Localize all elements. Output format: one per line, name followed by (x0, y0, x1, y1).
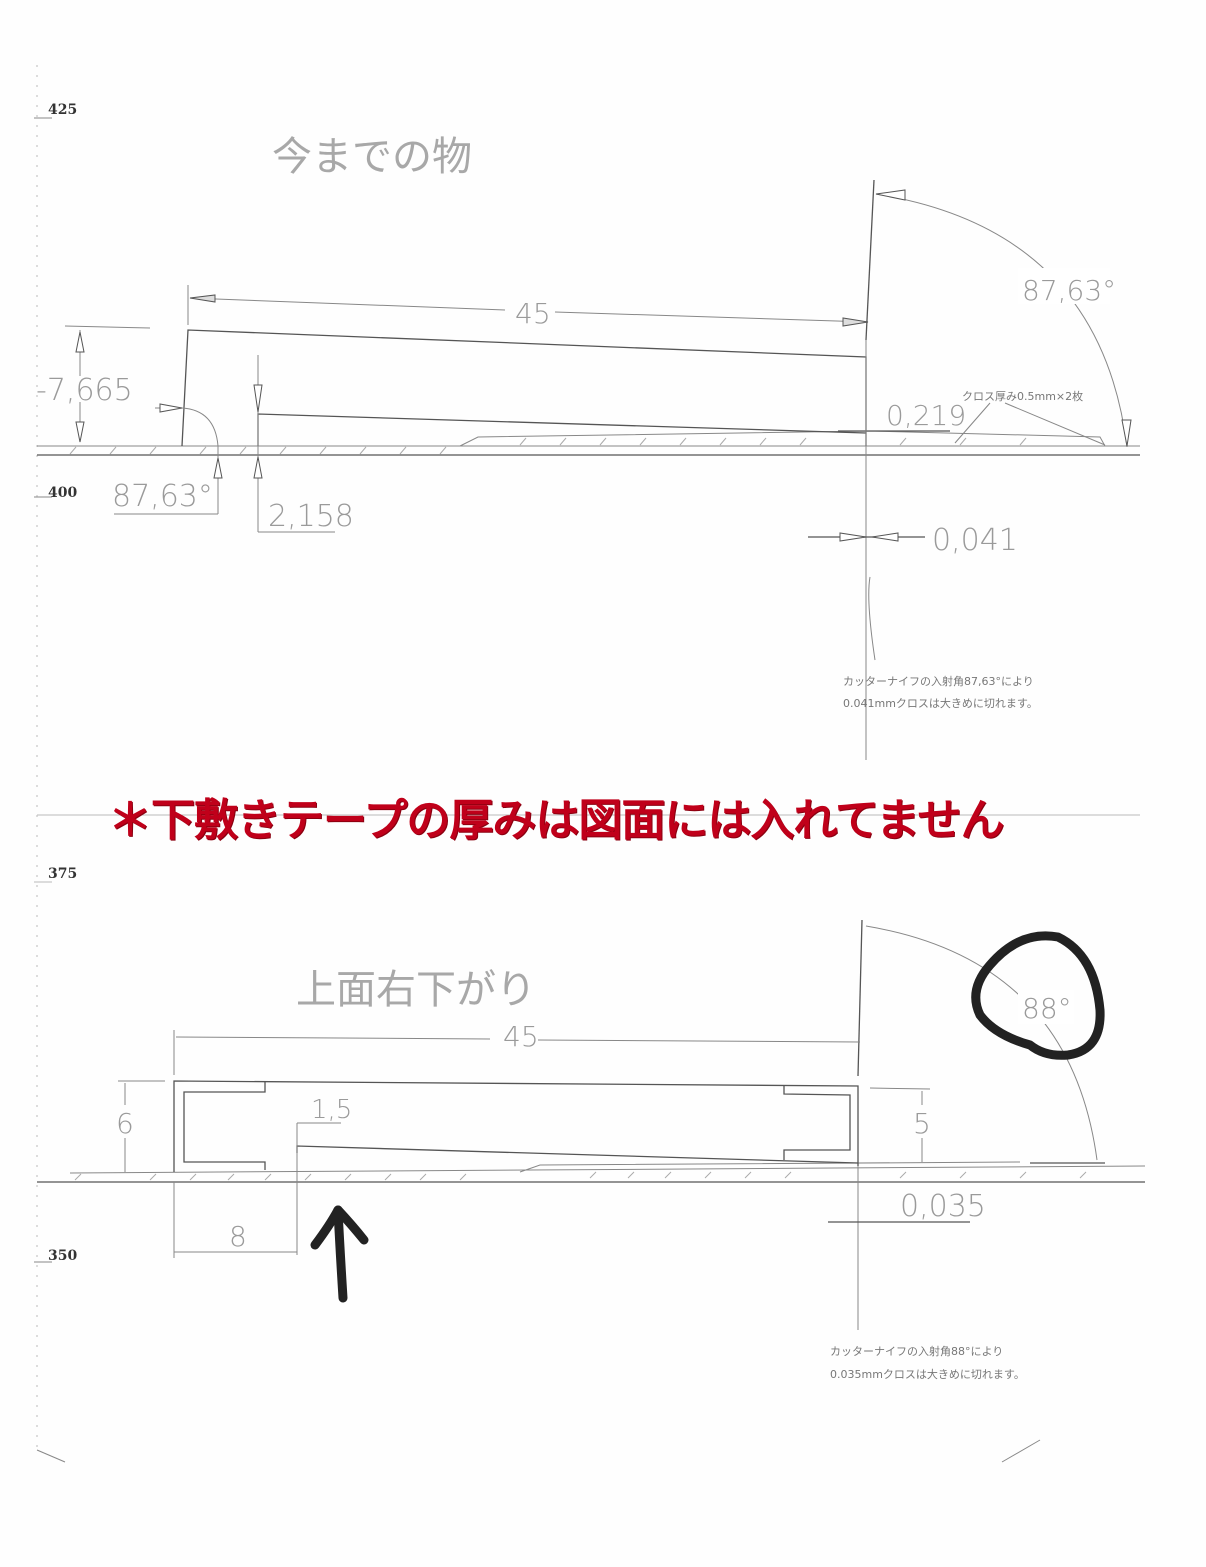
ruler-label-375: 375 (48, 866, 77, 882)
warning-banner: ＊下敷きテープの厚みは図面には入れてません (108, 795, 1005, 846)
section-bottom-title: 上面右下がり (296, 967, 536, 1013)
dim-top-overcut: 0,041 (932, 523, 1018, 558)
dim-top-step: 2,158 (268, 499, 354, 534)
dim-top-angle-left: 87,63° (112, 479, 213, 514)
section-top-title: 今までの物 (272, 134, 472, 180)
section-bottom: 上面右下がり (37, 919, 1146, 1381)
hand-drawn-circle-annotation (971, 931, 1105, 1060)
dim-bottom-overcut: 0,035 (900, 1189, 986, 1224)
ruler-label-350: 350 (48, 1248, 77, 1264)
dim-top-gap-right: 0,219 (886, 399, 966, 432)
dim-bottom-offset: 8 (229, 1220, 247, 1253)
top-note-line1: カッターナイフの入射角87,63°により (843, 674, 1034, 688)
cloth-thickness-label: クロス厚み0.5mm×2枚 (962, 389, 1083, 403)
dim-top-angle-right: 87,63° (1022, 274, 1116, 307)
dim-bottom-height-right: 5 (913, 1107, 931, 1140)
ruler-label-400: 400 (48, 485, 77, 501)
hand-drawn-up-arrow-icon (310, 1205, 369, 1303)
dim-bottom-height-left: 6 (116, 1107, 134, 1140)
section-top: 今までの物 (36, 134, 1140, 760)
dim-top-width: 45 (515, 297, 551, 330)
dim-bottom-angle-right: 88° (1022, 992, 1072, 1025)
left-ruler: 425 400 375 350 (34, 65, 1140, 1463)
ruler-label-425: 425 (48, 102, 77, 118)
dim-top-height-left: -7,665 (36, 373, 133, 408)
top-note-line2: 0.041mmクロスは大きめに切れます。 (843, 696, 1038, 710)
dim-bottom-step: 1,5 (311, 1095, 352, 1125)
bottom-note-line1: カッターナイフの入射角88°により (830, 1344, 1003, 1358)
dim-bottom-width: 45 (503, 1020, 539, 1053)
bottom-note-line2: 0.035mmクロスは大きめに切れます。 (830, 1367, 1025, 1381)
